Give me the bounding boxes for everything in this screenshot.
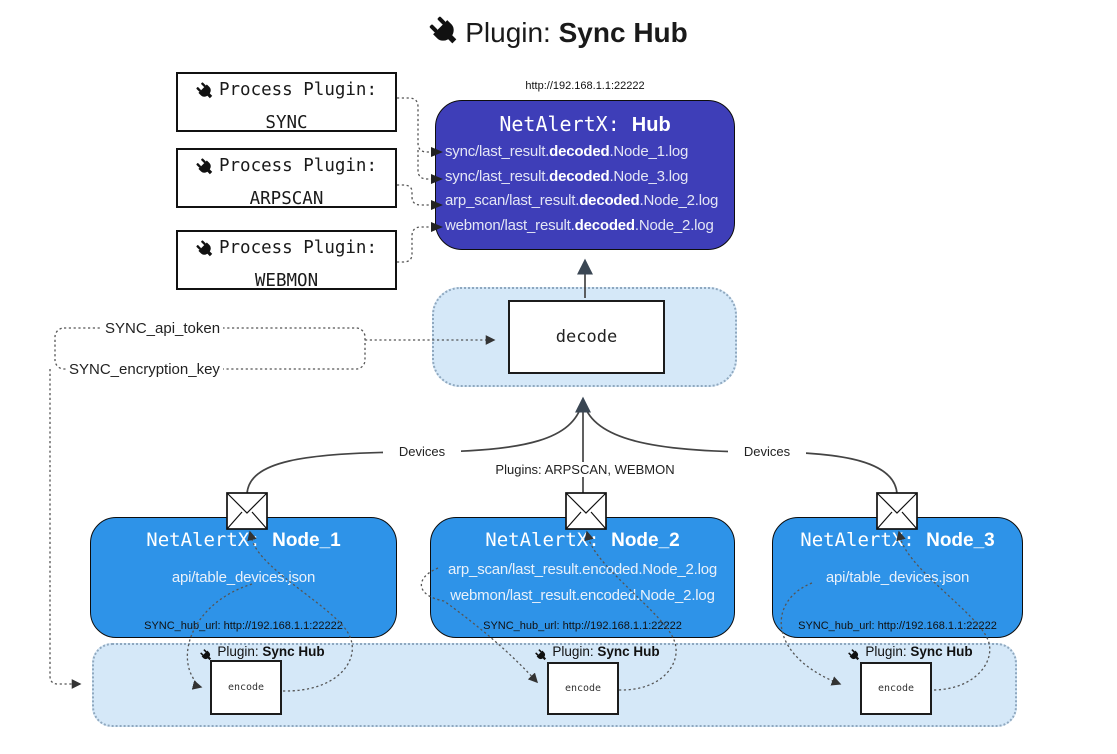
process-plugin-label: Process Plugin: — [218, 80, 378, 100]
encoder1-plugin-label: Plugin: Sync Hub — [180, 644, 345, 665]
hub-url: http://192.168.1.1:22222 — [525, 80, 645, 92]
process-plugin-name: WEBMON — [254, 271, 319, 291]
encode3-box: encode — [860, 662, 932, 715]
plug-icon — [196, 240, 215, 268]
hub-file-line: arp_scan/last_result.decoded.Node_2.log — [445, 192, 719, 209]
plug-icon — [200, 649, 213, 665]
title-name: Sync Hub — [558, 17, 688, 48]
hub-file-line: sync/last_result.decoded.Node_3.log — [445, 167, 689, 185]
hub-title: NetAlertX: Hub — [499, 112, 671, 136]
encoder3-plugin-label: Plugin: Sync Hub — [828, 644, 993, 665]
node3-hub-url: SYNC_hub_url: http://192.168.1.1:22222 — [798, 620, 997, 632]
node1-hub-url: SYNC_hub_url: http://192.168.1.1:22222 — [144, 620, 343, 632]
plug-icon — [535, 649, 548, 665]
hub-file-line: sync/last_result.decoded.Node_1.log — [445, 143, 689, 160]
plug-icon — [429, 16, 461, 55]
netalertx-node2-box: NetAlertX: Node_2 arp_scan/last_result.e… — [430, 517, 735, 638]
devices-left-label: Devices — [383, 444, 461, 459]
netalertx-node1-box: NetAlertX: Node_1 api/table_devices.json… — [90, 517, 397, 638]
process-plugin-name: ARPSCAN — [249, 189, 324, 209]
node2-title: NetAlertX: Node_2 — [485, 529, 680, 551]
title-prefix: Plugin: — [465, 17, 559, 48]
process-plugin-webmon-box: Process Plugin: WEBMON — [176, 230, 397, 291]
encode2-box: encode — [547, 662, 619, 715]
process-plugin-arpscan-box: Process Plugin: ARPSCAN — [176, 148, 397, 209]
node2-file: arp_scan/last_result.encoded.Node_2.log — [447, 561, 718, 578]
hub-file-line: webmon/last_result.decoded.Node_2.log — [445, 216, 714, 234]
process-plugin-sync-box: Process Plugin: SYNC — [176, 72, 397, 133]
node3-file: api/table_devices.json — [825, 569, 970, 586]
process-plugin-name: SYNC — [265, 113, 308, 133]
node2-file: webmon/last_result.encoded.Node_2.log — [450, 587, 715, 604]
netalertx-hub-box: NetAlertX: Hub sync/last_result.decoded.… — [435, 100, 735, 250]
plug-icon — [196, 158, 215, 186]
devices-right-label: Devices — [728, 444, 806, 459]
node1-title: NetAlertX: Node_1 — [146, 529, 341, 551]
encoder2-plugin-label: Plugin: Sync Hub — [515, 644, 680, 665]
node1-file: api/table_devices.json — [171, 569, 316, 586]
sync-encryption-key-label: SYNC_encryption_key — [66, 361, 223, 378]
netalertx-node3-box: NetAlertX: Node_3 api/table_devices.json… — [772, 517, 1023, 638]
node3-title: NetAlertX: Node_3 — [800, 529, 995, 551]
encode1-box: encode — [210, 660, 282, 715]
process-plugin-label: Process Plugin: — [218, 156, 378, 176]
node2-hub-url: SYNC_hub_url: http://192.168.1.1:22222 — [483, 620, 682, 632]
plug-icon — [848, 649, 861, 665]
process-plugin-label: Process Plugin: — [218, 238, 378, 258]
decode-box: decode — [508, 300, 665, 374]
plug-icon — [196, 82, 215, 110]
sync-api-token-label: SYNC_api_token — [102, 320, 224, 337]
page-title: Plugin: Sync Hub — [0, 16, 1117, 55]
plugins-center-label: Plugins: ARPSCAN, WEBMON — [493, 462, 677, 477]
